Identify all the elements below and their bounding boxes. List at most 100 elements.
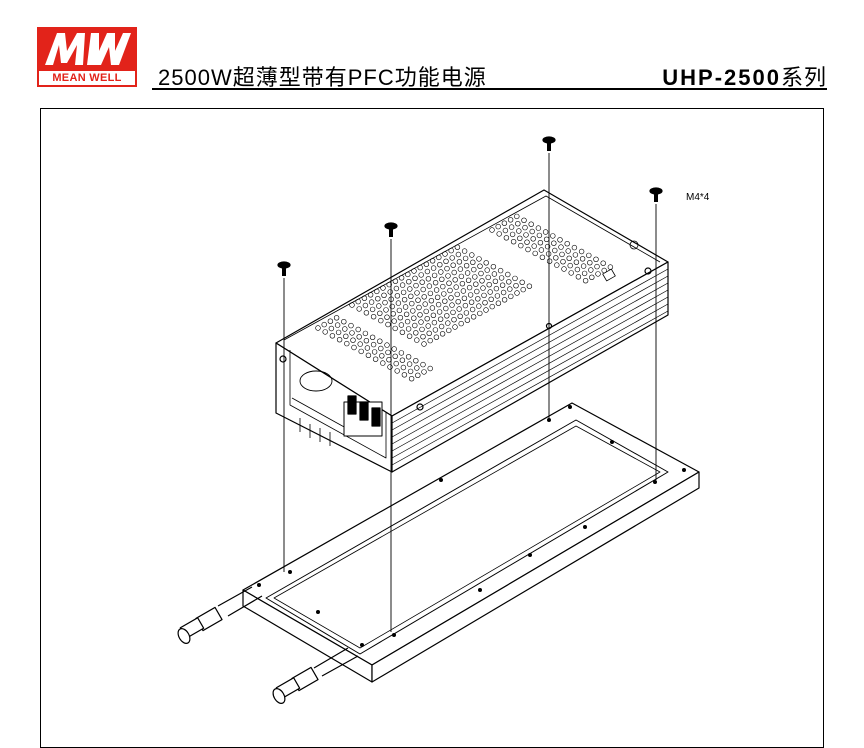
vent-hole (333, 315, 340, 321)
vent-hole (515, 221, 521, 227)
vent-hole (445, 320, 451, 326)
screw-2 (384, 222, 398, 632)
vent-hole (448, 247, 454, 254)
vent-hole (506, 279, 512, 285)
vent-hole (350, 337, 356, 343)
vent-hole (558, 244, 564, 250)
vent-hole (565, 248, 571, 254)
vent-hole (336, 337, 343, 343)
logo-brand-box: MEAN WELL (37, 69, 137, 87)
vent-hole (393, 285, 400, 292)
vent-hole (391, 318, 397, 324)
vent-hole (392, 278, 399, 284)
vent-hole (369, 306, 376, 313)
vent-hole (452, 324, 458, 330)
vent-hole (485, 274, 491, 281)
mw-logo-icon (45, 33, 131, 65)
vent-hole (400, 364, 407, 371)
vent-hole (328, 325, 335, 332)
vent-hole (456, 259, 463, 265)
vent-hole (368, 299, 375, 305)
vent-hole (419, 279, 425, 285)
vent-hole (553, 255, 559, 261)
vent-hole (429, 305, 436, 311)
vent-hole (416, 304, 422, 311)
vent-hole (379, 353, 385, 359)
vent-hole (489, 303, 495, 310)
vent-hole (386, 281, 392, 288)
vent-hole (580, 263, 587, 269)
vent-hole (378, 345, 384, 352)
vent-hole (430, 265, 437, 271)
vent-hole (436, 309, 443, 315)
vent-hole (470, 314, 477, 320)
vent-hole (531, 243, 537, 249)
vent-hole (461, 248, 468, 254)
vent-hole (505, 271, 511, 278)
vent-hole (476, 303, 482, 309)
vent-hole (428, 298, 435, 304)
vent-hole (454, 244, 461, 250)
vent-hole (465, 277, 472, 283)
vent-hole (489, 227, 495, 233)
vent-hole (377, 338, 383, 344)
vent-hole (468, 299, 475, 305)
vent-hole (589, 274, 595, 280)
vent-hole (445, 273, 451, 279)
vent-hole (405, 326, 412, 332)
vent-hole (522, 224, 528, 231)
vent-hole (430, 312, 437, 318)
vent-hole (432, 327, 439, 333)
vent-hole (537, 240, 544, 246)
vent-hole (494, 293, 501, 299)
vent-hole (399, 357, 406, 363)
vent-hole (406, 361, 413, 367)
vent-hole (427, 365, 433, 372)
vent-hole (367, 292, 374, 298)
vent-hole (417, 264, 423, 271)
vent-hole (382, 299, 388, 306)
vent-hole (378, 317, 384, 324)
vent-hole (380, 285, 386, 291)
vent-hole (429, 258, 436, 264)
vent-hole (443, 305, 449, 312)
vent-hole (418, 272, 424, 278)
vent-hole (475, 296, 481, 302)
vent-hole (510, 239, 517, 245)
vent-hole (463, 263, 470, 269)
vent-hole (502, 227, 509, 234)
vent-hole (452, 277, 458, 283)
vent-hole (572, 252, 579, 258)
vent-hole (517, 235, 523, 242)
vent-hole (355, 298, 361, 305)
screw-3 (542, 136, 556, 418)
vent-hole (501, 220, 508, 226)
vent-hole (421, 294, 427, 300)
vent-hole (372, 356, 379, 362)
vent-hole (363, 338, 370, 344)
vent-hole (420, 361, 426, 368)
vent-hole (518, 242, 524, 249)
vent-hole (448, 295, 454, 301)
vent-hole (398, 322, 405, 328)
vent-hole (334, 322, 341, 328)
vent-hole (538, 247, 545, 253)
vent-hole (329, 333, 336, 339)
vent-hole (458, 320, 464, 327)
vent-hole (595, 271, 601, 277)
vent-hole (420, 334, 426, 340)
vent-hole (356, 306, 362, 312)
vent-hole (405, 271, 411, 278)
vent-hole (444, 265, 450, 272)
vent-hole (433, 334, 440, 340)
vent-hole (401, 297, 408, 303)
vent-hole (441, 291, 447, 297)
vent-hole (594, 263, 600, 270)
series-model: UHP-2500 (662, 65, 781, 90)
vent-hole (449, 302, 455, 308)
vent-hole (413, 282, 419, 289)
vent-hole (343, 333, 349, 339)
screw-1 (277, 261, 291, 572)
vent-hole (488, 296, 494, 302)
vent-hole (402, 304, 409, 310)
